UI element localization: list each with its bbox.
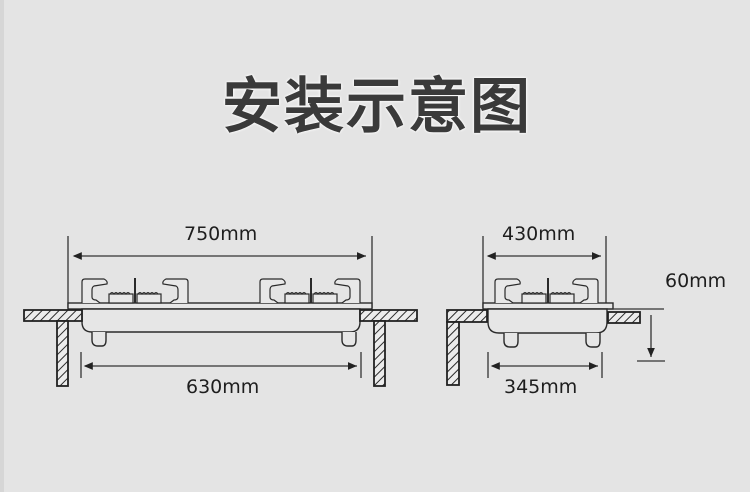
label-overall-depth: 430mm [502, 223, 576, 245]
label-cutout-depth: 345mm [504, 376, 578, 398]
page-title: 安装示意图 [222, 72, 532, 142]
label-cutout-width: 630mm [186, 376, 260, 398]
hob-foot-left [91, 332, 107, 347]
side-countertop-back-slab [607, 311, 641, 324]
hob-body [81, 308, 361, 333]
side-countertop-front-slab [446, 309, 488, 323]
burner-right [259, 278, 361, 304]
hob-foot-right [341, 332, 357, 347]
side-hob-foot-back [585, 333, 601, 348]
side-burner [494, 278, 599, 304]
installation-drawing [23, 236, 665, 387]
side-hob-body [487, 308, 608, 334]
countertop-right-slab [359, 309, 418, 322]
side-hob-foot-front [503, 333, 519, 348]
hob-top-panel [67, 302, 373, 310]
countertop-left-slab [23, 309, 83, 322]
side-view [446, 236, 665, 386]
front-view [23, 236, 418, 387]
burner-left [81, 278, 189, 304]
label-overall-width: 750mm [184, 223, 258, 245]
label-embed-height: 60mm [665, 270, 727, 292]
side-hob-top-panel [482, 302, 614, 310]
cabinet-left-wall [56, 320, 69, 387]
side-cabinet-front-wall [446, 321, 460, 386]
cabinet-right-wall [373, 320, 386, 387]
